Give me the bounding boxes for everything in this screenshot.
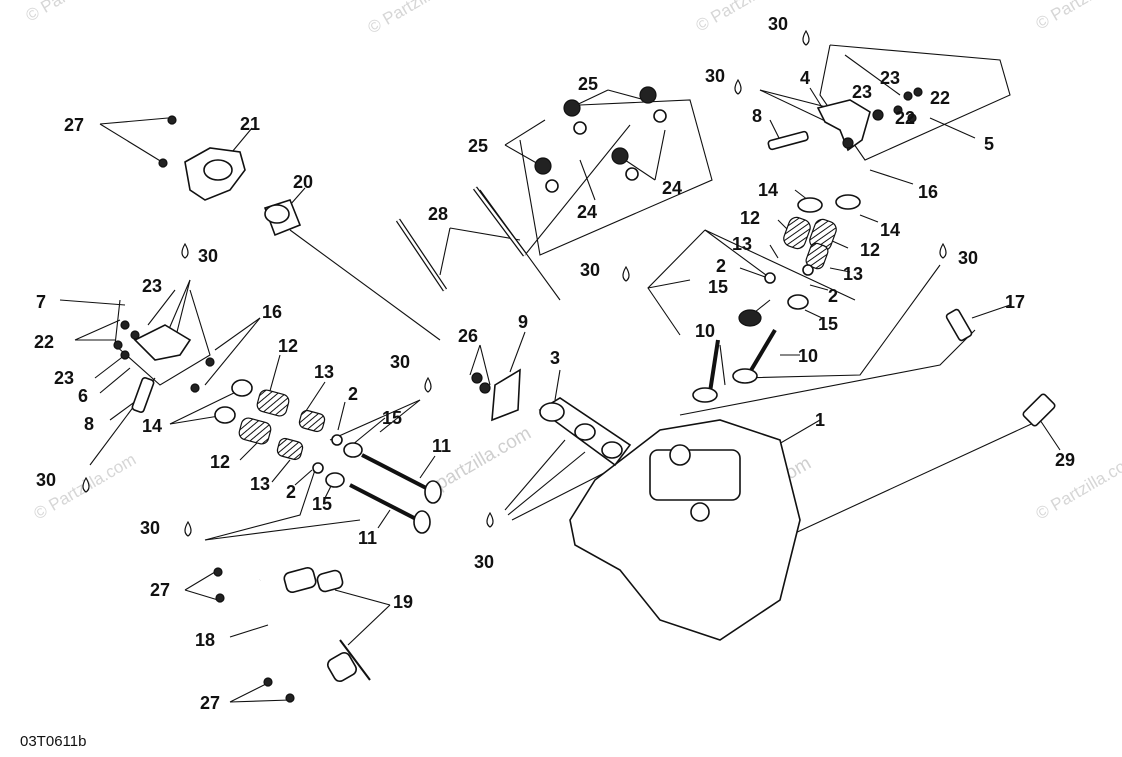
oil-drop-icon <box>486 511 494 528</box>
oil-drop-icon <box>82 476 90 493</box>
leader-lines <box>59 44 1061 703</box>
watermark-text: © Partzilla.com <box>23 0 132 25</box>
callout-label: 15 <box>382 408 402 428</box>
oil-drop-icon <box>424 376 432 393</box>
callout-label: 30 <box>390 352 410 372</box>
oil-drop-icon <box>181 242 189 259</box>
callout-label: 20 <box>293 172 313 192</box>
callout-label: 9 <box>518 312 528 332</box>
callout-label: 14 <box>142 416 162 436</box>
callout-label: 12 <box>740 208 760 228</box>
callout-label: 23 <box>142 276 162 296</box>
plate <box>491 368 521 422</box>
callout-label: 8 <box>752 106 762 126</box>
callout-label: 3 <box>550 348 560 368</box>
callout-label: 12 <box>860 240 880 260</box>
callout-label: 25 <box>468 136 488 156</box>
callout-label: 22 <box>895 108 915 128</box>
callout-label: 30 <box>36 470 56 490</box>
callout-label: 27 <box>200 693 220 713</box>
callout-label: 13 <box>843 264 863 284</box>
callout-label: 27 <box>64 115 84 135</box>
callout-label: 26 <box>458 326 478 346</box>
rocker-arm-exhaust <box>816 99 871 152</box>
callout-label: 15 <box>818 314 838 334</box>
callout-label: 30 <box>474 552 494 572</box>
callout-label: 27 <box>150 580 170 600</box>
callout-label: 25 <box>578 74 598 94</box>
callout-label: 2 <box>716 256 726 276</box>
callout-label: 30 <box>198 246 218 266</box>
callout-label: 23 <box>852 82 872 102</box>
callout-label: 23 <box>880 68 900 88</box>
cylinder-head <box>569 419 801 641</box>
oil-drop-icons <box>82 29 947 537</box>
oil-drop-icon <box>622 265 630 282</box>
callout-label: 7 <box>36 292 46 312</box>
callout-label: 30 <box>140 518 160 538</box>
callout-label: 12 <box>210 452 230 472</box>
callout-label: 8 <box>84 414 94 434</box>
callout-label: 1 <box>815 410 825 430</box>
callout-label: 19 <box>393 592 413 612</box>
oil-drop-icon <box>184 520 192 537</box>
callout-label: 30 <box>580 260 600 280</box>
oil-drop-icon <box>939 242 947 259</box>
callout-label: 2 <box>286 482 296 502</box>
watermark-text: © Partzilla.com <box>1033 450 1122 524</box>
callout-label: 13 <box>732 234 752 254</box>
callout-label: 15 <box>312 494 332 514</box>
callout-label: 6 <box>78 386 88 406</box>
watermark-text: © Partzilla.com <box>365 0 474 37</box>
callout-label: 14 <box>758 180 778 200</box>
callout-label: 2 <box>348 384 358 404</box>
callout-label: 24 <box>662 178 682 198</box>
callout-label: 14 <box>880 220 900 240</box>
oil-drop-icon <box>734 78 742 95</box>
callout-label: 4 <box>800 68 810 88</box>
watermark-text: © Partzilla.com <box>1033 0 1122 33</box>
callout-label: 28 <box>428 204 448 224</box>
rocker-arm-intake <box>133 324 192 361</box>
callout-labels: 30 30 4 23 23 22 22 8 5 25 25 24 24 27 2… <box>34 14 1075 713</box>
callout-label: 22 <box>930 88 950 108</box>
watermark-center-text: partzilla.com <box>432 423 535 495</box>
callout-label: 30 <box>768 14 788 34</box>
oil-drop-icon <box>802 29 810 46</box>
callout-label: 24 <box>577 202 597 222</box>
callout-label: 30 <box>705 66 725 86</box>
figure-code: 03T0611b <box>20 733 86 750</box>
callout-label: 11 <box>358 528 377 548</box>
callout-label: 22 <box>34 332 54 352</box>
callout-label: 5 <box>984 134 994 154</box>
callout-label: 21 <box>240 114 260 134</box>
callout-label: 15 <box>708 277 728 297</box>
callout-label: 11 <box>432 436 451 456</box>
callout-label: 10 <box>798 346 818 366</box>
callout-label: 29 <box>1055 450 1075 470</box>
callout-label: 10 <box>695 321 715 341</box>
parts-layer <box>113 86 1056 703</box>
callout-label: 16 <box>918 182 938 202</box>
callout-label: 12 <box>278 336 298 356</box>
callout-label: 17 <box>1005 292 1025 312</box>
callout-label: 18 <box>195 630 215 650</box>
callout-label: 13 <box>250 474 270 494</box>
callout-label: 13 <box>314 362 334 382</box>
callout-label: 30 <box>958 248 978 268</box>
callout-label: 16 <box>262 302 282 322</box>
callout-label: 23 <box>54 368 74 388</box>
rocker-shaft-right <box>767 130 809 151</box>
callout-label: 2 <box>828 286 838 306</box>
